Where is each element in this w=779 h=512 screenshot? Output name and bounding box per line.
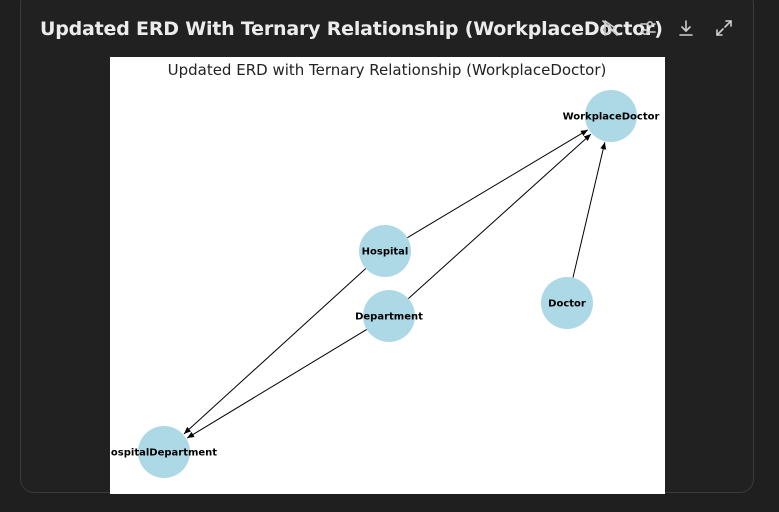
node-label: Department xyxy=(355,312,423,323)
node-label: Doctor xyxy=(548,299,586,310)
edge-doctor-to-workplacedoctor xyxy=(572,142,607,278)
node-circle xyxy=(363,290,415,342)
node-workplacedoctor: WorkplaceDoctor xyxy=(563,90,660,142)
edge-hospital-to-workplacedoctor xyxy=(407,129,589,239)
erd-diagram: Updated ERD with Ternary Relationship (W… xyxy=(111,61,660,478)
node-circle xyxy=(359,225,411,277)
node-hospital: Hospital xyxy=(359,225,411,277)
expand-button[interactable] xyxy=(710,14,738,42)
node-circle xyxy=(585,90,637,142)
node-circle xyxy=(138,426,190,478)
node-label: WorkplaceDoctor xyxy=(563,112,660,123)
node-doctor: Doctor xyxy=(541,277,593,329)
toolbar xyxy=(596,14,738,42)
settings-sliders-icon xyxy=(640,20,656,36)
hide-code-icon xyxy=(602,20,618,36)
hide-code-button[interactable] xyxy=(596,14,624,42)
adjust-button[interactable] xyxy=(634,14,662,42)
diagram-title: Updated ERD with Ternary Relationship (W… xyxy=(168,61,607,79)
node-label: ospitalDepartment xyxy=(111,448,217,459)
edge-hospital-to-hospitaldepartment xyxy=(183,268,367,435)
node-department: Department xyxy=(355,290,423,342)
edge-department-to-hospitaldepartment xyxy=(186,329,368,439)
panel-header: Updated ERD With Ternary Relationship (W… xyxy=(40,14,740,44)
download-button[interactable] xyxy=(672,14,700,42)
diagram-figure: Updated ERD with Ternary Relationship (W… xyxy=(110,57,665,494)
edge-department-to-workplacedoctor xyxy=(407,133,592,299)
panel-title: Updated ERD With Ternary Relationship (W… xyxy=(40,18,663,40)
download-icon xyxy=(679,20,693,36)
node-circle xyxy=(541,277,593,329)
expand-icon xyxy=(716,20,732,36)
node-hospitaldepartment: ospitalDepartment xyxy=(111,426,217,478)
node-label: Hospital xyxy=(362,247,409,258)
